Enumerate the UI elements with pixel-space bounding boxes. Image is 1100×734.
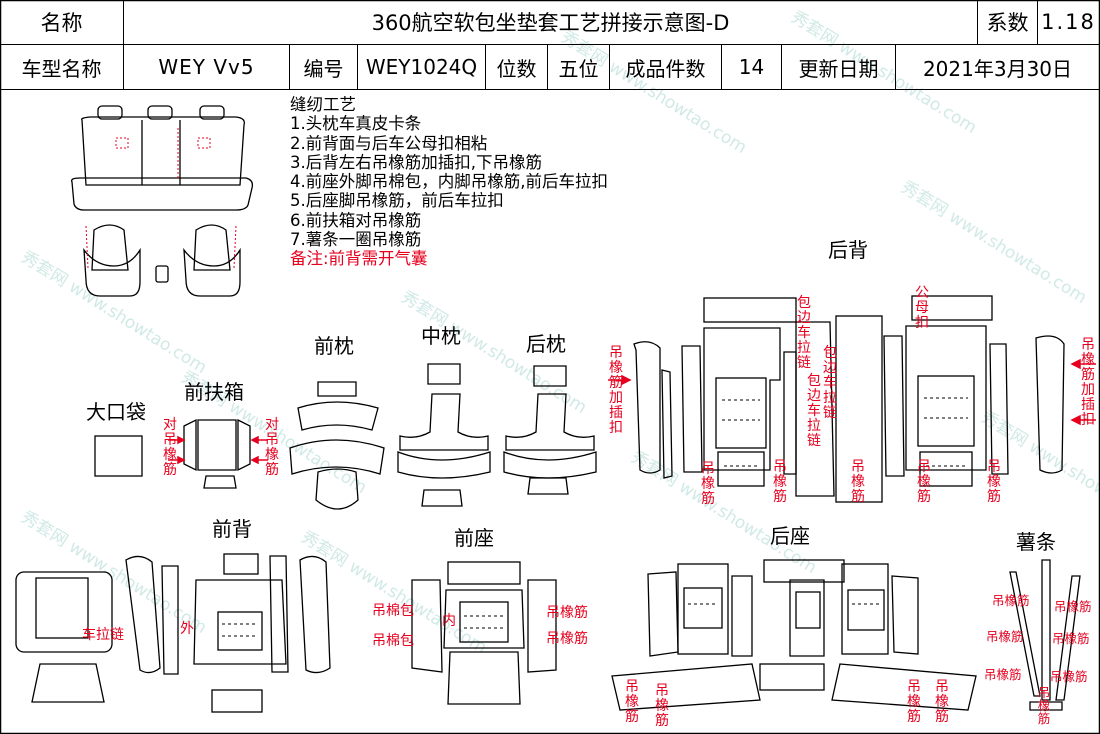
middle-headrest-pieces [397, 363, 491, 507]
note-item: 6.前扶箱对吊橡筋 [290, 210, 422, 230]
coef-label: 系数 [978, 0, 1038, 45]
annot-cotton-pad: 吊棉包 [372, 633, 414, 649]
rear-bench-illustration [71, 105, 254, 211]
code-value: WEY1024Q [358, 45, 486, 90]
annot-elastic-h: 吊橡筋 [992, 593, 1030, 608]
annot-elastic-h: 吊橡筋 [546, 631, 588, 647]
annot-zipper: 车拉链 [82, 627, 124, 643]
annot-edge-zipper: 包边车拉链 [807, 373, 821, 449]
fries-strip-pieces [1009, 559, 1081, 711]
rear-seat-pieces [611, 559, 977, 711]
label-front-back: 前背 [212, 517, 252, 541]
annot-elastic-h: 吊橡筋 [546, 605, 588, 621]
note-item: 5.后座脚吊橡筋，前后车拉扣 [290, 191, 504, 211]
annot-edge-zipper: 包边车拉链 [823, 345, 837, 421]
annot-elastic: 吊橡筋 [625, 679, 639, 725]
annot-elastic: 吊橡筋 [1037, 685, 1051, 726]
sewing-notes: 缝纫工艺 1.头枕车真皮卡条 2.前背面与后车公母扣相粘 3.后背左右吊橡筋加插… [290, 95, 608, 269]
annot-elastic-h: 吊橡筋 [1054, 599, 1092, 614]
seats-label: 位数 [486, 45, 548, 90]
pieces-label: 成品件数 [610, 45, 722, 90]
note-item: 2.前背面与后车公母扣相粘 [290, 133, 488, 153]
annot-pair-elastic-left: 对吊橡筋 [163, 417, 177, 478]
label-middle-headrest: 中枕 [421, 324, 461, 348]
seats-value: 五位 [548, 45, 610, 90]
annot-pair-elastic-right: 对吊橡筋 [265, 417, 279, 478]
label-rear-back: 后背 [828, 238, 868, 262]
rear-back-pieces [633, 295, 1065, 503]
notes-remark: 备注:前背需开气囊 [290, 249, 428, 269]
annot-edge-zipper: 包边车拉链 [797, 295, 811, 371]
header-table: 名称 360航空软包坐垫套工艺拼接示意图-D 系数 1.18 车型名称 WEY … [0, 0, 1100, 90]
annot-elastic: 吊橡筋 [655, 683, 669, 729]
label-big-pocket: 大口袋 [86, 400, 146, 424]
model-value: WEY Vv5 [124, 45, 290, 90]
date-value: 2021年3月30日 [896, 45, 1100, 90]
annot-outer: 外 [180, 621, 194, 637]
code-label: 编号 [290, 45, 358, 90]
label-front-seat: 前座 [454, 526, 494, 550]
annot-elastic-clip-right: 吊橡筋加插扣 [1081, 337, 1095, 428]
pieces-value: 14 [722, 45, 782, 90]
rear-headrest-pieces [503, 365, 597, 495]
annot-elastic: 吊橡筋 [917, 459, 931, 505]
label-rear-headrest: 后枕 [526, 332, 566, 356]
label-front-armrest: 前扶箱 [184, 380, 244, 404]
front-headrest-pieces [289, 381, 385, 510]
front-seats-illustration [83, 224, 241, 297]
annot-male-female-clip: 公母扣 [915, 285, 929, 331]
note-item: 3.后背左右吊橡筋加插扣,下吊橡筋 [290, 152, 542, 172]
diagram-title: 360航空软包坐垫套工艺拼接示意图-D [124, 0, 978, 45]
annot-elastic-h: 吊橡筋 [1050, 669, 1088, 684]
annot-elastic: 吊橡筋 [851, 459, 865, 505]
note-item: 1.头枕车真皮卡条 [290, 114, 422, 134]
name-label: 名称 [0, 0, 124, 45]
annot-elastic-h: 吊橡筋 [984, 667, 1022, 682]
annot-elastic: 吊橡筋 [773, 459, 787, 505]
label-front-headrest: 前枕 [314, 334, 354, 358]
annot-elastic: 吊橡筋 [987, 459, 1001, 505]
label-rear-seat: 后座 [770, 524, 810, 548]
annot-elastic: 吊橡筋 [907, 679, 921, 725]
annot-cotton-pad: 吊棉包 [372, 603, 414, 619]
model-label: 车型名称 [0, 45, 124, 90]
notes-title: 缝纫工艺 [290, 95, 356, 114]
annot-inner: 内 [442, 613, 456, 629]
annot-elastic-h: 吊橡筋 [986, 629, 1024, 644]
label-fries-strip: 薯条 [1016, 530, 1056, 554]
annot-elastic-h: 吊橡筋 [1052, 631, 1090, 646]
note-item: 4.前座外脚吊棉包，内脚吊橡筋,前后车拉扣 [290, 172, 608, 192]
note-item: 7.薯条一圈吊橡筋 [290, 230, 422, 250]
annot-elastic-clip-left: 吊橡筋加插扣 [609, 345, 623, 436]
front-armrest-pieces [183, 418, 251, 489]
date-label: 更新日期 [782, 45, 896, 90]
front-seat-pieces [411, 561, 557, 705]
annot-elastic: 吊橡筋 [935, 679, 949, 725]
front-back-pieces [15, 553, 331, 713]
annot-elastic: 吊橡筋 [701, 461, 715, 507]
